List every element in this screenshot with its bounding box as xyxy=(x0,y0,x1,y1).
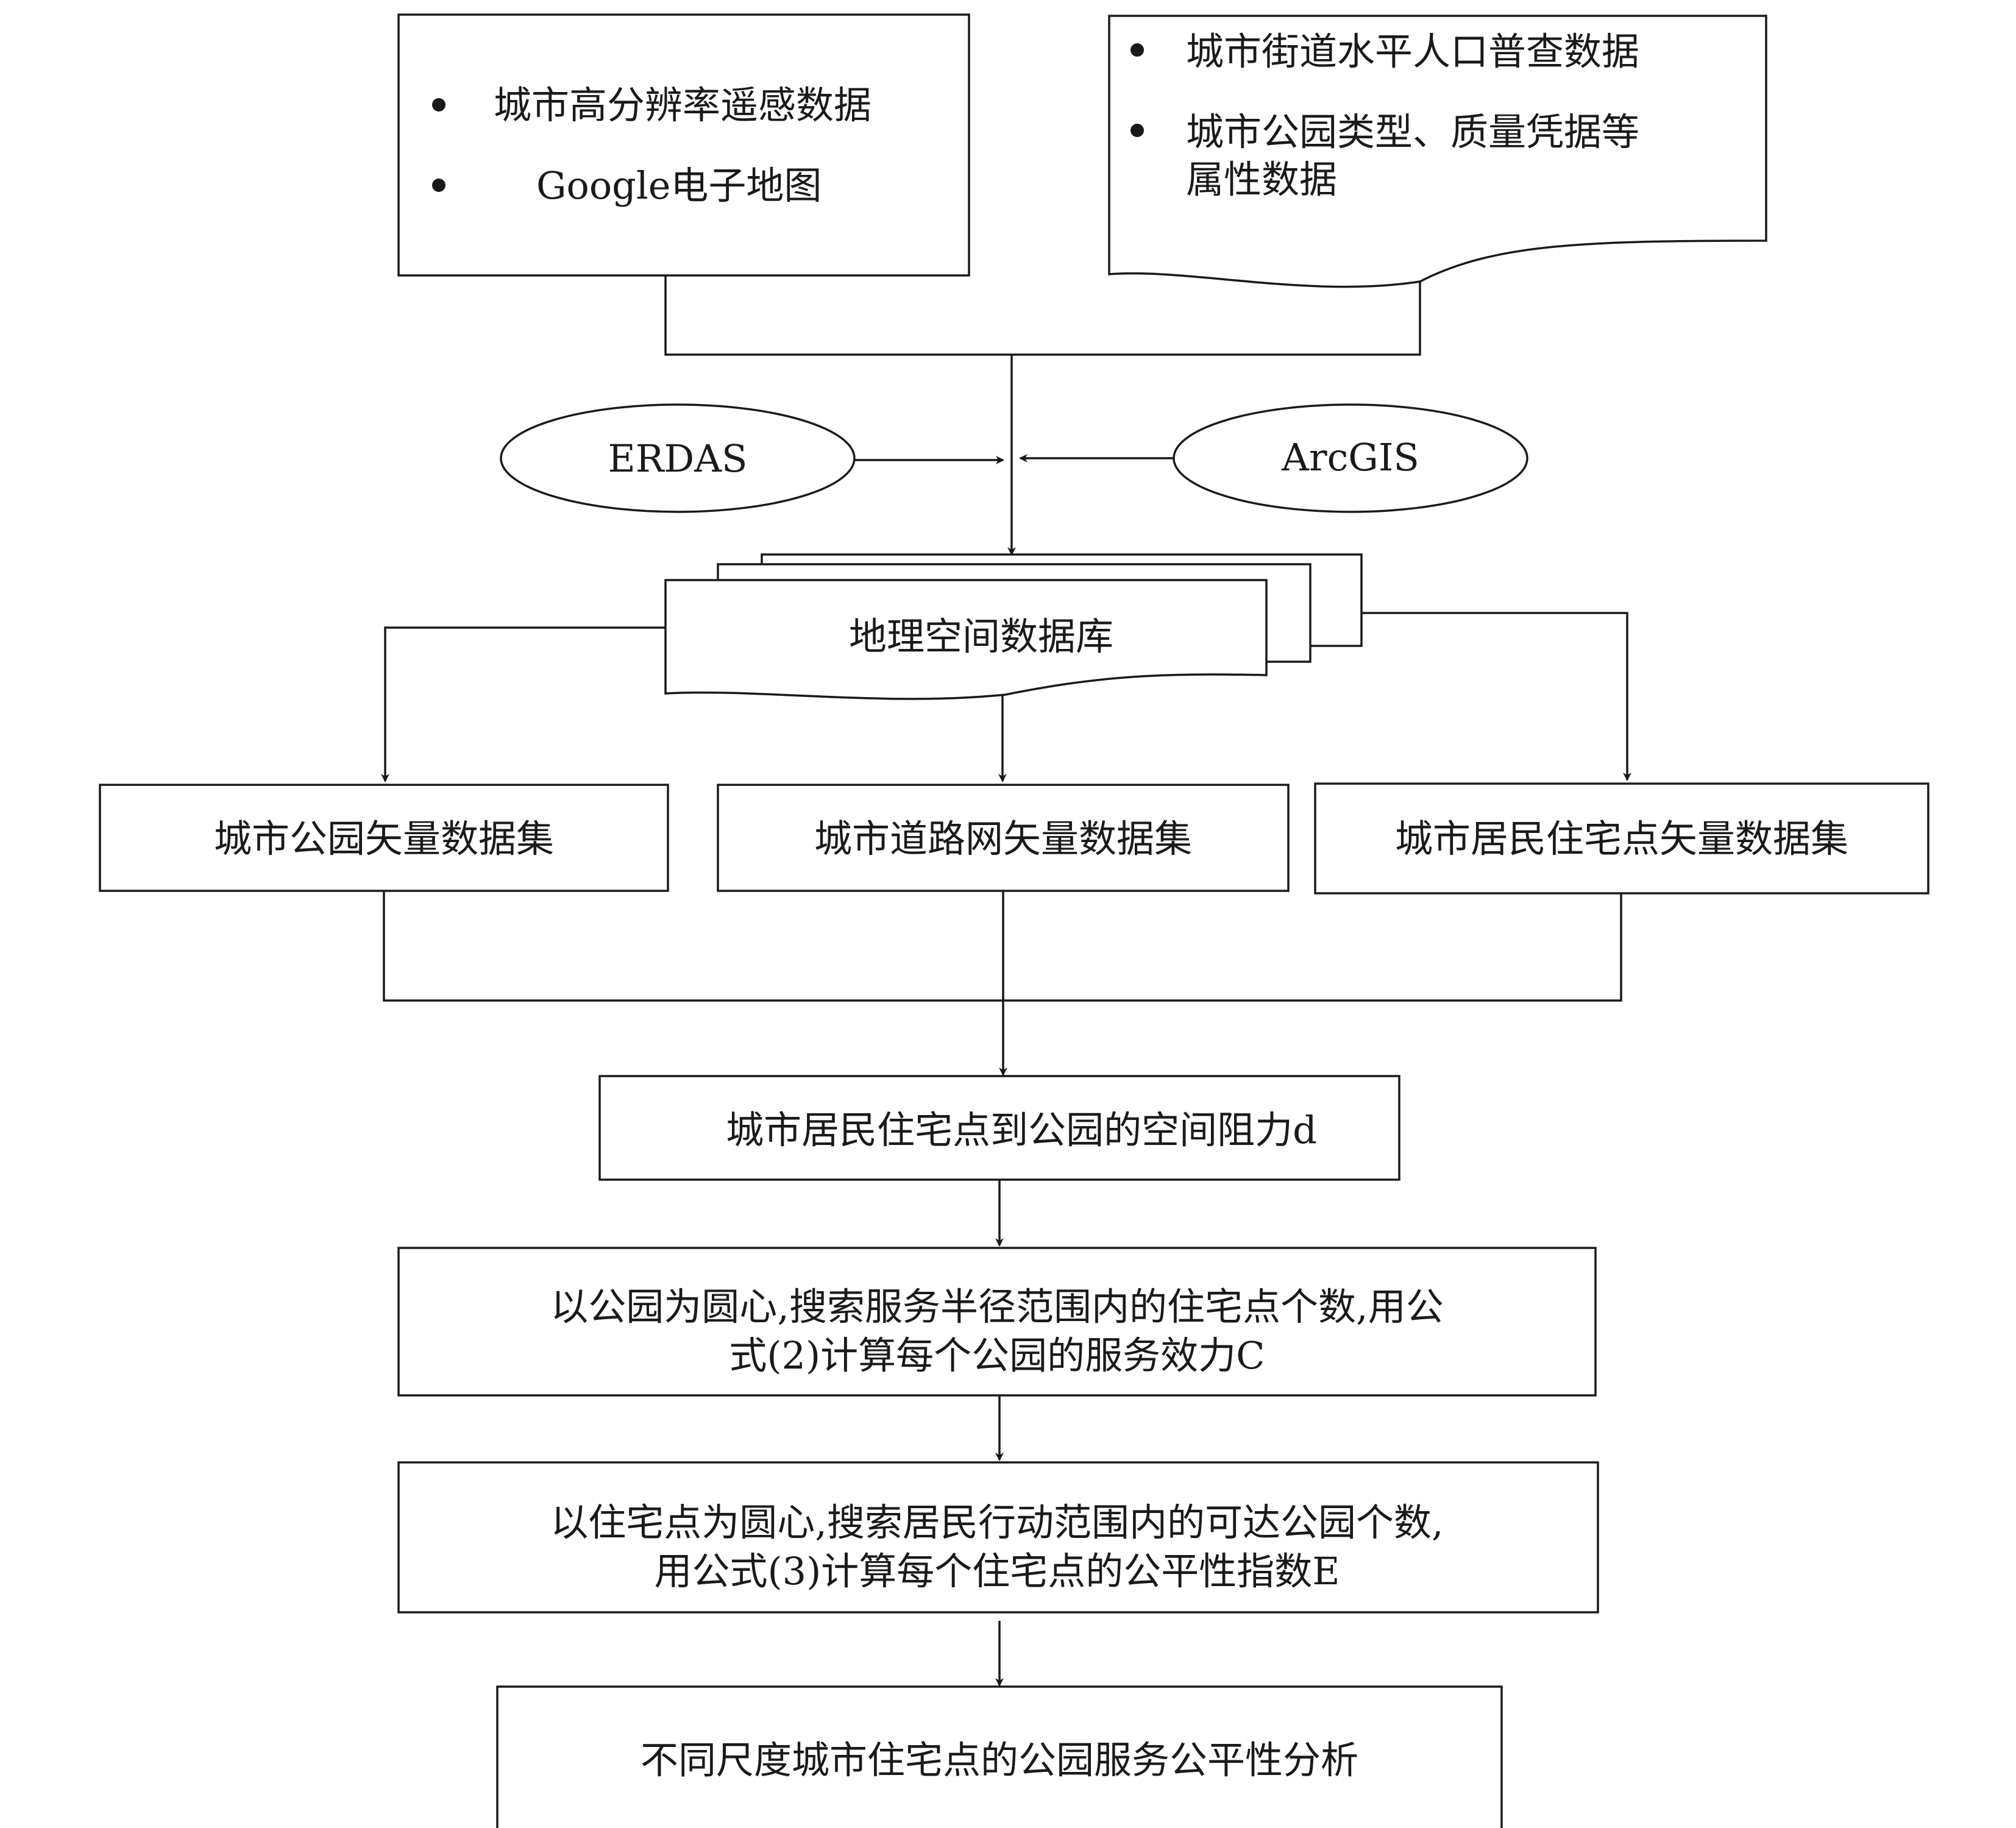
dataset-box-park: 城市公园矢量数据集 xyxy=(99,784,669,892)
dataset-box-road: 城市道路网矢量数据集 xyxy=(717,784,1290,892)
tool-arcgis-label: ArcGIS xyxy=(1281,435,1419,480)
analysis-box: 不同尺度城市住宅点的公园服务公平性分析 xyxy=(496,1685,1503,1828)
service-efficiency-box: 以公园为圆心,搜索服务半径范围内的住宅点个数,用公 式(2)计算每个公园的服务效… xyxy=(397,1247,1597,1397)
tool-arcgis: ArcGIS xyxy=(1173,403,1528,513)
resistance-label: 城市居民住宅点到公园的空间阻力d xyxy=(726,1108,1317,1152)
bullet-icon xyxy=(1130,124,1144,137)
equity-index-box: 以住宅点为圆心,搜索居民行动范围内的可达公园个数, 用公式(3)计算每个住宅点的… xyxy=(397,1461,1599,1614)
source-document-census: 城市街道水平人口普查数据 城市公园类型、质量凭据等 属性数据 xyxy=(1108,15,1767,288)
dataset-road-label: 城市道路网矢量数据集 xyxy=(814,817,1192,861)
equity-index-line-2: 用公式(3)计算每个住宅点的公平性指数E xyxy=(654,1549,1340,1593)
source-box-remote-sensing: 城市高分辨率遥感数据 Google电子地图 xyxy=(397,13,970,277)
source-item-census: 城市街道水平人口普查数据 xyxy=(1186,29,1639,74)
bullet-icon xyxy=(1130,43,1144,57)
tool-erdas: ERDAS xyxy=(500,403,856,513)
bullet-icon xyxy=(432,179,445,192)
equity-index-line-1: 以住宅点为圆心,搜索居民行动范围内的可达公园个数, xyxy=(550,1500,1443,1545)
database-label: 地理空间数据库 xyxy=(849,614,1113,659)
analysis-label: 不同尺度城市住宅点的公园服务公平性分析 xyxy=(641,1738,1358,1782)
resistance-box: 城市居民住宅点到公园的空间阻力d xyxy=(598,1075,1400,1181)
arrow-to-park-dataset xyxy=(381,626,665,782)
source-item-park-attributes-cont: 属性数据 xyxy=(1186,157,1337,202)
dataset-box-residential: 城市居民住宅点矢量数据集 xyxy=(1314,782,1929,895)
database-stack: 地理空间数据库 xyxy=(664,553,1363,700)
dataset-park-label: 城市公园矢量数据集 xyxy=(214,817,554,861)
tool-erdas-label: ERDAS xyxy=(608,436,748,481)
source-item-remote-sensing: 城市高分辨率遥感数据 xyxy=(494,83,871,127)
source-merge-connector xyxy=(664,275,1421,356)
service-efficiency-line-2: 式(2)计算每个公园的服务效力C xyxy=(729,1333,1265,1378)
bullet-icon xyxy=(432,98,445,112)
arrow-to-residential-dataset xyxy=(1361,612,1631,781)
service-efficiency-line-1: 以公园为圆心,搜索服务半径范围内的住宅点个数,用公 xyxy=(550,1284,1443,1329)
source-item-google-map: Google电子地图 xyxy=(536,163,822,208)
dataset-residential-label: 城市居民住宅点矢量数据集 xyxy=(1395,817,1848,861)
source-item-park-attributes: 城市公园类型、质量凭据等 xyxy=(1186,110,1639,154)
